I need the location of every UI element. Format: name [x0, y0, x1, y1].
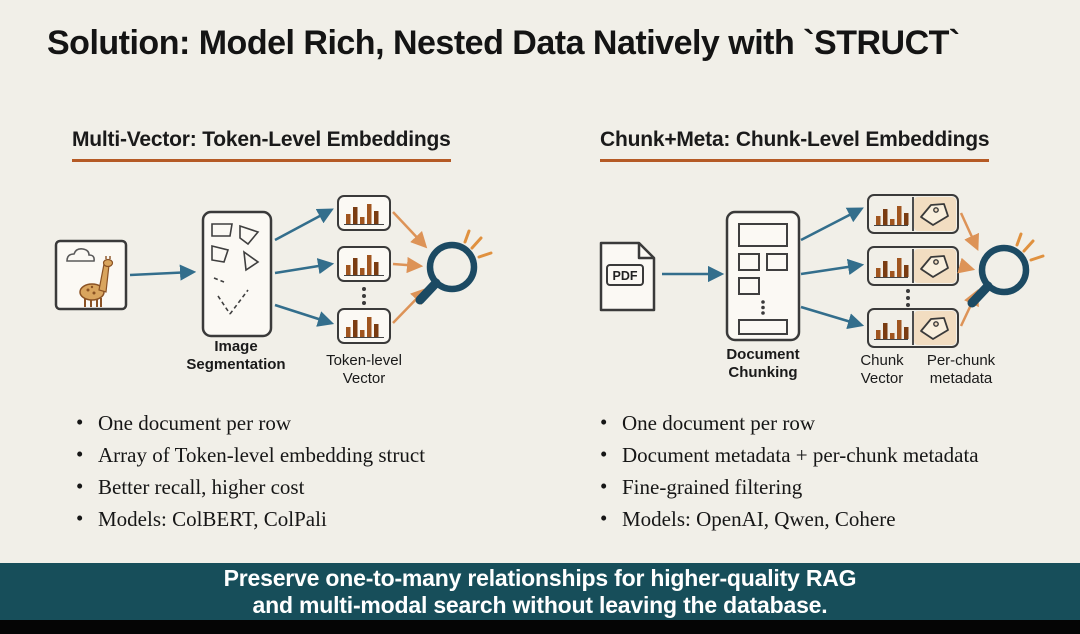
pdf-label: PDF — [613, 269, 638, 283]
photo-image-icon — [54, 239, 128, 311]
cloud-icon — [66, 248, 95, 262]
magnifier-icon-left — [415, 229, 493, 305]
sparkle-icon-left — [463, 229, 493, 259]
bottom-black-strip — [0, 620, 1080, 634]
right-column-header: Chunk+Meta: Chunk-Level Embeddings — [600, 128, 990, 162]
token-vector-icon-1 — [337, 195, 391, 231]
list-item: One document per row — [74, 411, 574, 435]
left-bullet-list: One document per row Array of Token-leve… — [74, 411, 574, 540]
vertical-ellipsis-icon-right — [906, 289, 910, 307]
vertical-ellipsis-icon-chunkbox — [761, 300, 765, 315]
per-chunk-metadata-label: Per-chunk metadata — [926, 352, 996, 387]
image-segmentation-label: Image Segmentation — [186, 338, 286, 373]
chunk-row-icon-1 — [867, 194, 959, 234]
arrows-left-teal — [129, 208, 335, 327]
tag-icon-3 — [920, 317, 949, 340]
chunk-vector-label: Chunk Vector — [860, 352, 904, 387]
right-bullet-list: One document per row Document metadata +… — [598, 411, 1058, 540]
list-item: Array of Token-level embedding struct — [74, 443, 574, 467]
arrows-right-orange — [957, 212, 979, 327]
list-item: Document metadata + per-chunk metadata — [598, 443, 1058, 467]
token-vector-icon-2 — [337, 246, 391, 282]
footer-line-2: and multi-modal search without leaving t… — [252, 591, 828, 618]
left-column-header: Multi-Vector: Token-Level Embeddings — [72, 128, 451, 162]
sparkle-icon-right — [1015, 232, 1045, 262]
giraffe-icon — [79, 256, 114, 307]
footer-line-1: Preserve one-to-many relationships for h… — [223, 564, 857, 591]
chunk-row-icon-2 — [867, 246, 959, 286]
arrows-right-teal — [662, 207, 865, 330]
token-level-vector-label: Token-level Vector — [326, 352, 402, 387]
document-chunking-label: Document Chunking — [726, 346, 800, 381]
chunk-row-icon-3 — [867, 308, 959, 348]
list-item: Models: OpenAI, Qwen, Cohere — [598, 507, 1058, 531]
arrows-left-orange — [392, 211, 428, 324]
list-item: Fine-grained filtering — [598, 475, 1058, 499]
list-item: Models: ColBERT, ColPali — [74, 507, 574, 531]
vertical-ellipsis-icon-left — [362, 287, 366, 305]
token-vector-icon-3 — [337, 308, 391, 344]
list-item: One document per row — [598, 411, 1058, 435]
tag-icon-2 — [920, 255, 949, 278]
pdf-file-icon: PDF — [599, 241, 656, 312]
footer-banner: Preserve one-to-many relationships for h… — [0, 563, 1080, 620]
document-chunking-icon — [725, 210, 801, 342]
page-title: Solution: Model Rich, Nested Data Native… — [47, 24, 960, 62]
list-item: Better recall, higher cost — [74, 475, 574, 499]
image-segmentation-icon — [201, 210, 273, 338]
tag-icon-1 — [920, 203, 949, 226]
magnifier-icon-right — [967, 232, 1045, 308]
